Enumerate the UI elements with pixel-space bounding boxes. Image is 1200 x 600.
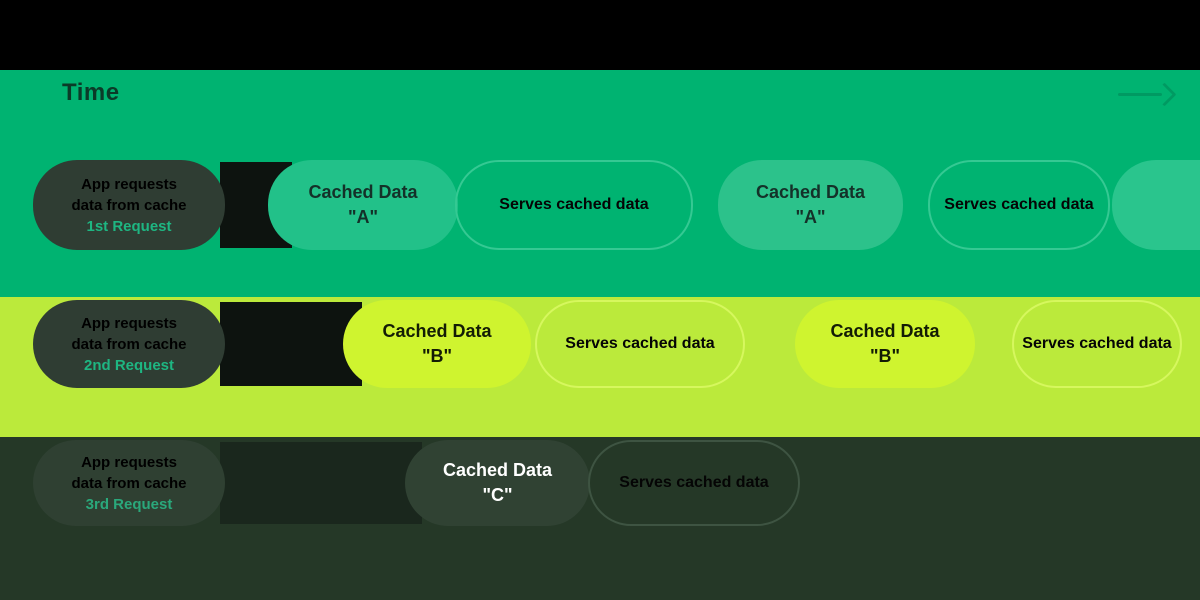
cached-data-label: Cached Data	[830, 321, 940, 341]
cached-data-a-pill: Cached Data "A"	[718, 160, 903, 250]
time-arrow-icon	[1118, 82, 1178, 107]
time-axis-label: Time	[62, 79, 120, 106]
uncached-gap	[220, 442, 422, 524]
status-pill: Serves cached data	[535, 300, 745, 388]
uncached-gap	[220, 302, 362, 386]
cached-data-label: Cached Data	[755, 182, 866, 202]
status-text: Serves cached data	[499, 196, 649, 213]
top-black-band	[0, 0, 1200, 70]
status-text: Serves cached data	[619, 474, 769, 491]
cached-data-key: "B"	[421, 346, 453, 366]
request-text-line: data from cache	[71, 196, 187, 214]
cached-data-c-pill: Cached Data "C"	[405, 440, 590, 526]
request-text-line: App requests	[81, 314, 177, 332]
request-text-line: App requests	[81, 175, 177, 193]
cached-data-b-pill: Cached Data "B"	[795, 300, 975, 388]
cached-data-label: Cached Data	[442, 460, 553, 480]
request-number-label: 3rd Request	[85, 495, 173, 513]
cached-data-b-pill: Cached Data "B"	[343, 300, 531, 388]
next-cached-data-partial-pill	[1112, 160, 1200, 250]
request-text-line: App requests	[81, 453, 177, 471]
status-pill: Serves cached data	[455, 160, 693, 250]
status-pill: Serves cached data	[588, 440, 800, 526]
cached-data-a-pill: Cached Data "A"	[268, 160, 458, 250]
request-pill-3: App requests data from cache 3rd Request	[33, 440, 225, 526]
status-pill: Serves cached data	[928, 160, 1110, 250]
cached-data-key: "B"	[869, 346, 901, 366]
request-text-line: data from cache	[71, 474, 187, 492]
request-number-label: 2nd Request	[83, 356, 174, 374]
cached-data-key: "A"	[795, 207, 826, 227]
request-pill-1: App requests data from cache 1st Request	[33, 160, 225, 250]
cached-data-label: Cached Data	[308, 182, 418, 202]
cached-data-label: Cached Data	[382, 321, 492, 341]
status-text: Serves cached data	[944, 196, 1094, 213]
status-text: Serves cached data	[1022, 335, 1172, 352]
status-text: Serves cached data	[565, 335, 715, 352]
cached-data-key: "A"	[347, 207, 379, 227]
status-pill: Serves cached data	[1012, 300, 1182, 388]
request-number-label: 1st Request	[86, 217, 172, 235]
cached-data-key: "C"	[482, 485, 513, 505]
request-pill-2: App requests data from cache 2nd Request	[33, 300, 225, 388]
request-text-line: data from cache	[71, 335, 187, 353]
